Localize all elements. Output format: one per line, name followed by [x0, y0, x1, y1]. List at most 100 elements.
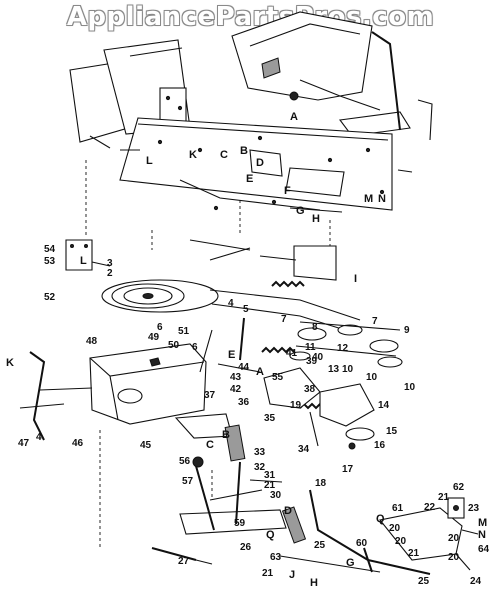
callout-number: 37	[204, 390, 216, 401]
callout-number: 39	[306, 356, 318, 367]
callout-number: 21	[408, 548, 420, 559]
callout-number: 32	[254, 462, 266, 473]
letter-label: L	[146, 155, 153, 167]
letter-label: H	[312, 213, 320, 225]
letter-label: G	[346, 557, 355, 569]
callout-number: 25	[418, 576, 430, 587]
callout-number: 14	[378, 400, 390, 411]
letter-label: H	[310, 577, 318, 589]
letter-label: G	[296, 205, 305, 217]
callout-number: 60	[356, 538, 368, 549]
hood-panel-left	[69, 39, 191, 149]
transmission-housing	[19, 343, 207, 441]
letter-label: J	[289, 569, 295, 581]
letter-label: I	[354, 273, 357, 285]
callout-number: 48	[86, 336, 98, 347]
callout-number: 15	[386, 426, 398, 437]
callout-number: 57	[182, 476, 194, 487]
letter-label: L	[80, 255, 87, 267]
callout-number: 34	[298, 444, 310, 455]
callout-number: 23	[468, 503, 480, 514]
callout-number: 51	[178, 326, 190, 337]
callout-number: 7	[372, 316, 378, 327]
engine-mount-bracket	[65, 239, 111, 271]
callout-number: 35	[264, 413, 276, 424]
shift-lever-rod	[279, 489, 431, 575]
pulley-stack	[289, 321, 403, 368]
callout-number: 45	[140, 440, 152, 451]
letter-label: K	[189, 149, 197, 161]
callout-number: 25	[314, 540, 326, 551]
letter-label: M	[364, 193, 373, 205]
callout-numbers: 2 3 4 4 5 6 6 7 7 8 9 10 10 10 11 12 13 …	[18, 244, 490, 587]
callout-number: 18	[315, 478, 327, 489]
callout-number: 20	[395, 536, 407, 547]
callout-number: 33	[254, 447, 266, 458]
callout-number: 4	[228, 298, 234, 309]
letter-label: Q	[266, 529, 275, 541]
callout-number: 21	[438, 492, 450, 503]
assembly-guide-lines	[85, 160, 331, 550]
callout-number: 62	[453, 482, 465, 493]
letter-label: M	[478, 517, 487, 529]
callout-number: 10	[404, 382, 416, 393]
callout-number: 20	[448, 552, 460, 563]
callout-number: 46	[72, 438, 84, 449]
callout-number: 42	[230, 384, 242, 395]
callout-number: 20	[448, 533, 460, 544]
callout-number: 13	[328, 364, 340, 375]
letter-label: B	[222, 429, 230, 441]
callout-number: 59	[234, 518, 246, 529]
callout-number: 64	[478, 544, 490, 555]
callout-number: 36	[238, 397, 250, 408]
brake-pedal-assembly	[174, 413, 287, 535]
letter-label: C	[220, 149, 228, 161]
callout-number: 54	[44, 244, 56, 255]
callout-number: 44	[238, 362, 250, 373]
callout-number: 61	[392, 503, 404, 514]
callout-number: 40	[312, 352, 324, 363]
callout-number: 41	[286, 348, 298, 359]
callout-number: 47	[18, 438, 30, 449]
callout-number: 38	[304, 384, 316, 395]
callout-number: 21	[264, 480, 276, 491]
callout-number: 10	[366, 372, 378, 383]
callout-number: 3	[107, 258, 113, 269]
callout-number: 50	[168, 340, 180, 351]
callout-number: 53	[44, 256, 56, 267]
letter-label: F	[284, 185, 291, 197]
callout-number: 22	[424, 502, 436, 513]
callout-number: 6	[157, 322, 163, 333]
callout-number: 49	[148, 332, 160, 343]
letter-label: A	[290, 111, 298, 123]
callout-number: 21	[262, 568, 274, 579]
watermark: AppliancePartsPros.com	[66, 2, 435, 32]
callout-number: 2	[107, 268, 113, 279]
idler-bracket-upper	[189, 239, 337, 281]
letter-label: N	[478, 529, 486, 541]
engine-pulley	[111, 283, 185, 309]
callout-number: 17	[342, 464, 354, 475]
letter-label: D	[284, 505, 292, 517]
main-frame-plate	[119, 117, 413, 213]
callout-number: 10	[342, 364, 354, 375]
callout-number: 12	[337, 343, 349, 354]
letter-label: K	[6, 357, 14, 369]
callout-number: 16	[374, 440, 386, 451]
callout-number: 11	[305, 342, 316, 353]
callout-number: 4	[36, 432, 42, 443]
letter-label: E	[246, 173, 253, 185]
letter-label: N	[378, 193, 386, 205]
callout-number: 30	[270, 490, 282, 501]
letter-label: D	[256, 157, 264, 169]
callout-number: 6	[192, 342, 198, 353]
callout-number: 7	[281, 314, 287, 325]
letter-label: E	[228, 349, 235, 361]
callout-number: 20	[389, 523, 401, 534]
letter-label: A	[256, 366, 264, 378]
brake-and-idler-arms	[199, 317, 375, 450]
callout-number: 56	[179, 456, 191, 467]
shift-bracket-right	[379, 497, 479, 571]
callout-number: 52	[44, 292, 56, 303]
